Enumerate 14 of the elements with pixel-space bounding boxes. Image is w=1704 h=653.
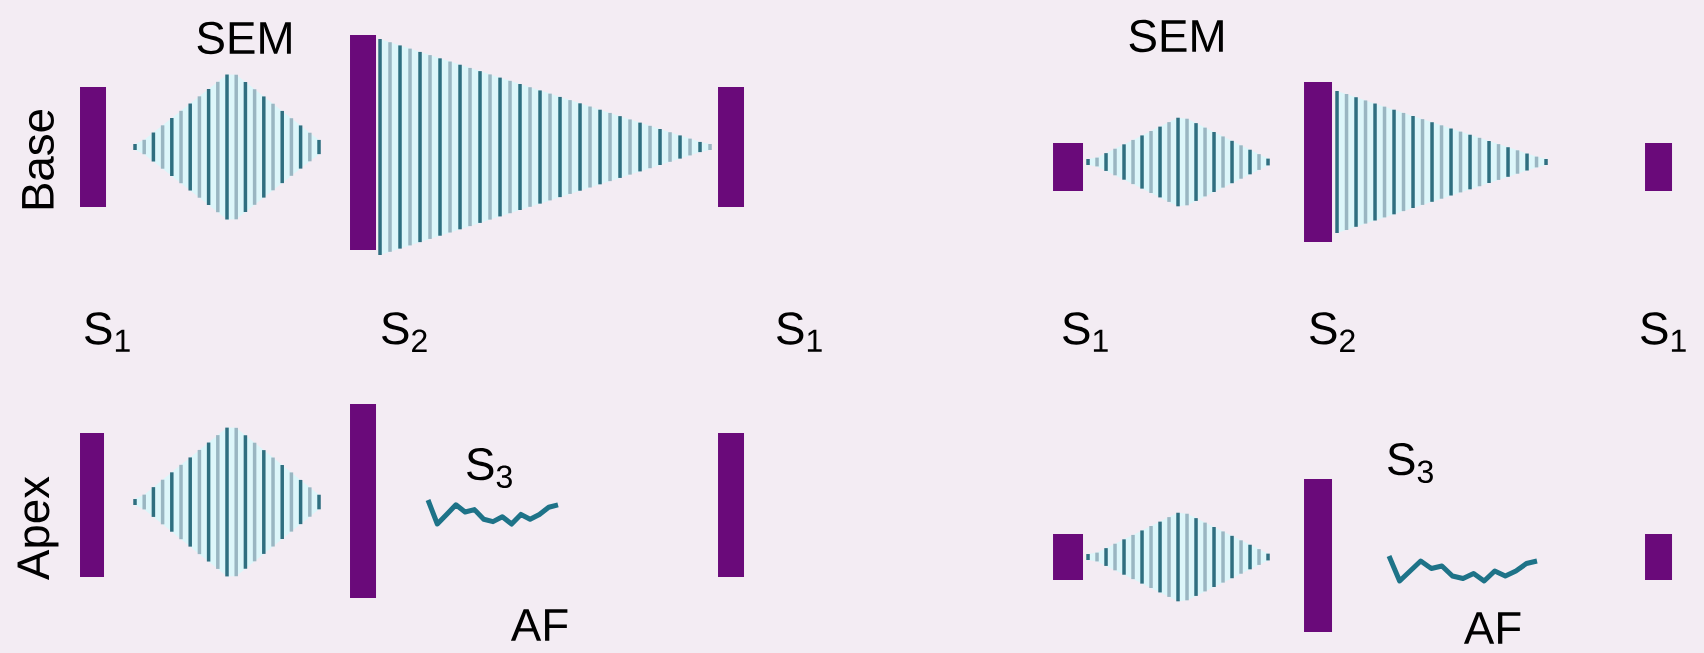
axis-label: S$_{1}$ xyxy=(777,312,822,352)
axis-label: S$_{1}$ xyxy=(1063,312,1108,352)
axis-label: S$_{2}$ xyxy=(382,312,427,352)
axis-label: Base xyxy=(22,109,54,209)
axis-label: Apex xyxy=(17,476,59,580)
axis-label: SEM xyxy=(197,21,291,55)
axis-label: AF xyxy=(510,609,568,641)
axis-label: S$_{1}$ xyxy=(1641,312,1686,352)
axis-label: S$_{2}$ xyxy=(1310,312,1355,352)
axis-label: AF xyxy=(1463,612,1521,644)
axis-label: S$_{1}$ xyxy=(85,312,130,352)
axis-label: S$_{3}$ xyxy=(1388,443,1433,484)
axis-label: SEM xyxy=(1129,19,1223,53)
axis-label: S$_{3}$ xyxy=(467,448,512,489)
